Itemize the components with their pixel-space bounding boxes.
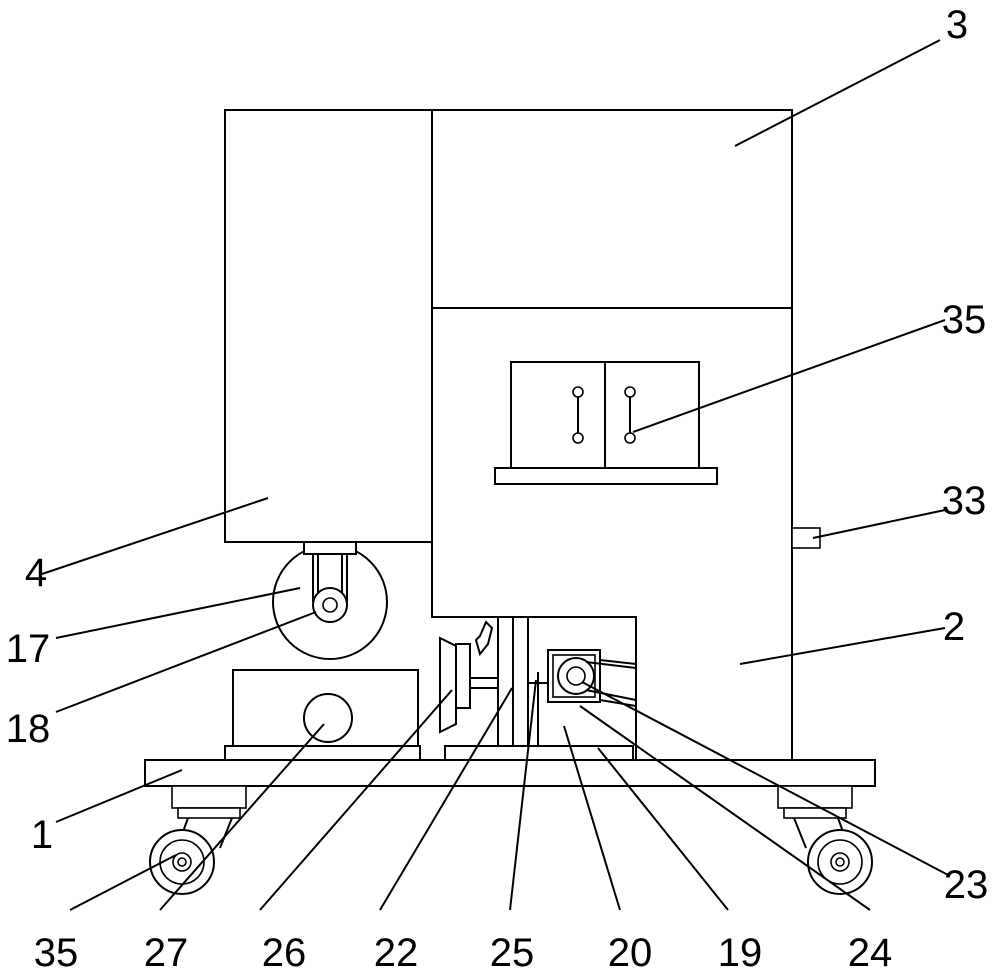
label-4: 4 <box>25 551 47 595</box>
label-26: 26 <box>262 931 307 975</box>
lower-left-box <box>224 669 421 761</box>
label-2: 2 <box>943 605 965 649</box>
label-20: 20 <box>608 931 653 975</box>
drive-mechanism <box>528 649 637 746</box>
label-27: 27 <box>144 931 189 975</box>
vertical-post <box>497 616 529 747</box>
base-plate <box>144 759 876 787</box>
label-25: 25 <box>490 931 535 975</box>
label-1: 1 <box>31 813 53 857</box>
leader-lines <box>41 39 951 911</box>
label-19: 19 <box>718 931 763 975</box>
side-switch <box>791 527 821 549</box>
left-box <box>224 109 433 543</box>
cabinet-doors <box>494 361 718 485</box>
label-35-door: 35 <box>942 298 987 342</box>
label-33: 33 <box>942 479 987 523</box>
label-23: 23 <box>944 863 989 907</box>
label-35-wheel: 35 <box>34 931 79 975</box>
label-17: 17 <box>6 627 51 671</box>
label-24: 24 <box>848 931 893 975</box>
label-3: 3 <box>946 3 968 47</box>
label-22: 22 <box>374 931 419 975</box>
right-caster-wheel <box>777 785 873 895</box>
grinding-disc <box>439 620 498 734</box>
left-caster-wheel <box>149 785 247 895</box>
roller-assembly <box>272 541 388 660</box>
label-18: 18 <box>6 707 51 751</box>
top-box <box>431 109 793 309</box>
